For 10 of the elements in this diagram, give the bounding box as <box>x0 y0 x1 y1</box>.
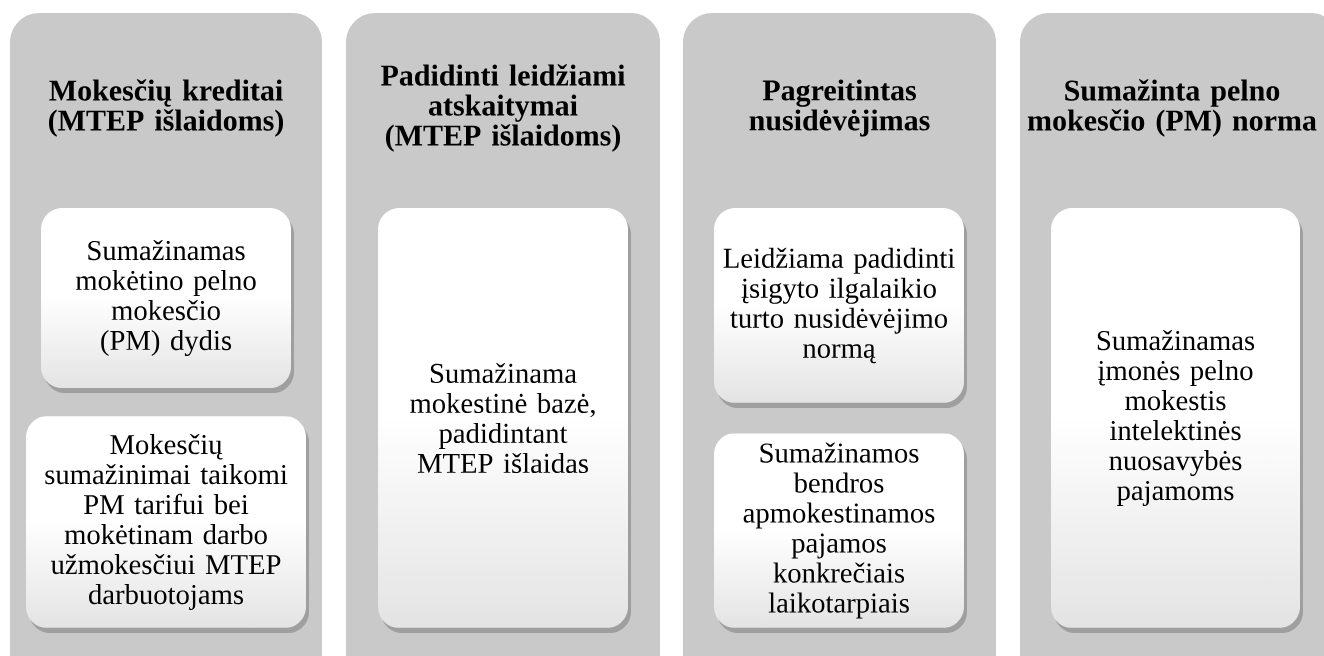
text-box: Mokesčių sumažinimai taikomi PM tarifui bei mokėtinam darbo užmokesčiui MTEP darbuotojams <box>26 416 309 633</box>
panel-heading: Sumažinta pelno mokesčio (PM) norma <box>1027 79 1317 137</box>
text-box: Sumažinamos bendros apmokestinamos pajamos konkrečiais laikotarpiais <box>714 433 967 633</box>
panel-heading: Mokesčių kreditai (MTEP išlaidoms) <box>49 79 284 137</box>
text-box: Sumažinamas įmonės pelno mokestis intelektinės nuosavybės pajamoms <box>1051 208 1303 633</box>
panel-heading: Padidinti leidžiami atskaitymai (MTEP išlaidoms) <box>381 64 626 152</box>
text-box: Leidžiama padidinti įsigyto ilgalaikio turto nusidėvėjimo normą <box>714 208 967 408</box>
text-box: Sumažinama mokestinė bazė, padidintant MTEP išlaidas <box>378 208 631 633</box>
panel-heading: Pagreitintas nusidėvėjimas <box>749 79 930 137</box>
text-box: Sumažinamas mokėtino pelno mokesčio (PM) dydis <box>41 208 294 393</box>
